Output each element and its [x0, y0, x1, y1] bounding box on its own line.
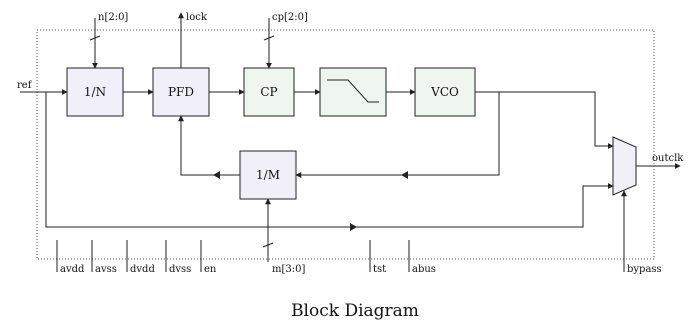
dvdd-label: dvdd — [130, 264, 155, 275]
cp-bus-tick — [263, 35, 275, 41]
dvss-label: dvss — [169, 264, 191, 275]
loop-filter-block — [319, 67, 387, 117]
bypass-path-wire — [45, 92, 614, 228]
n-bus-label: n[2:0] — [98, 12, 128, 23]
avss-label: avss — [95, 264, 117, 275]
divider-m-label: 1/M — [256, 168, 280, 182]
bypass-arrow-mid — [350, 223, 357, 231]
m-bus-label: m[3:0] — [272, 264, 305, 275]
ref-label: ref — [17, 80, 33, 91]
pfd-block — [152, 67, 210, 117]
cp-bus-label: cp[2:0] — [272, 12, 308, 23]
m-to-pfd-arrow-mid — [213, 171, 220, 179]
outclk-label: outclk — [652, 153, 684, 164]
divider-n-label: 1/N — [84, 85, 106, 99]
abus-label: abus — [412, 264, 436, 275]
feedback-to-m-wire — [295, 92, 500, 178]
pfd-label: PFD — [168, 85, 194, 99]
cp-label: CP — [260, 85, 277, 99]
m-to-pfd-wire — [178, 115, 240, 176]
divider-n-block — [66, 67, 124, 117]
output-mux — [612, 136, 637, 196]
bypass-label: bypass — [627, 264, 662, 275]
lock-label: lock — [186, 12, 208, 23]
n-bus-tick — [89, 35, 101, 41]
m-bus-tick — [262, 242, 274, 248]
en-label: en — [204, 264, 217, 275]
vco-label: VCO — [430, 85, 459, 99]
feedback-arrow-mid — [401, 171, 408, 179]
chip-boundary — [36, 29, 655, 260]
vco-output-wire — [475, 91, 614, 149]
diagram-caption: Block Diagram — [291, 301, 419, 321]
low-pass-filter-icon — [327, 79, 379, 103]
avdd-label: avdd — [60, 264, 85, 275]
tst-label: tst — [373, 264, 386, 275]
